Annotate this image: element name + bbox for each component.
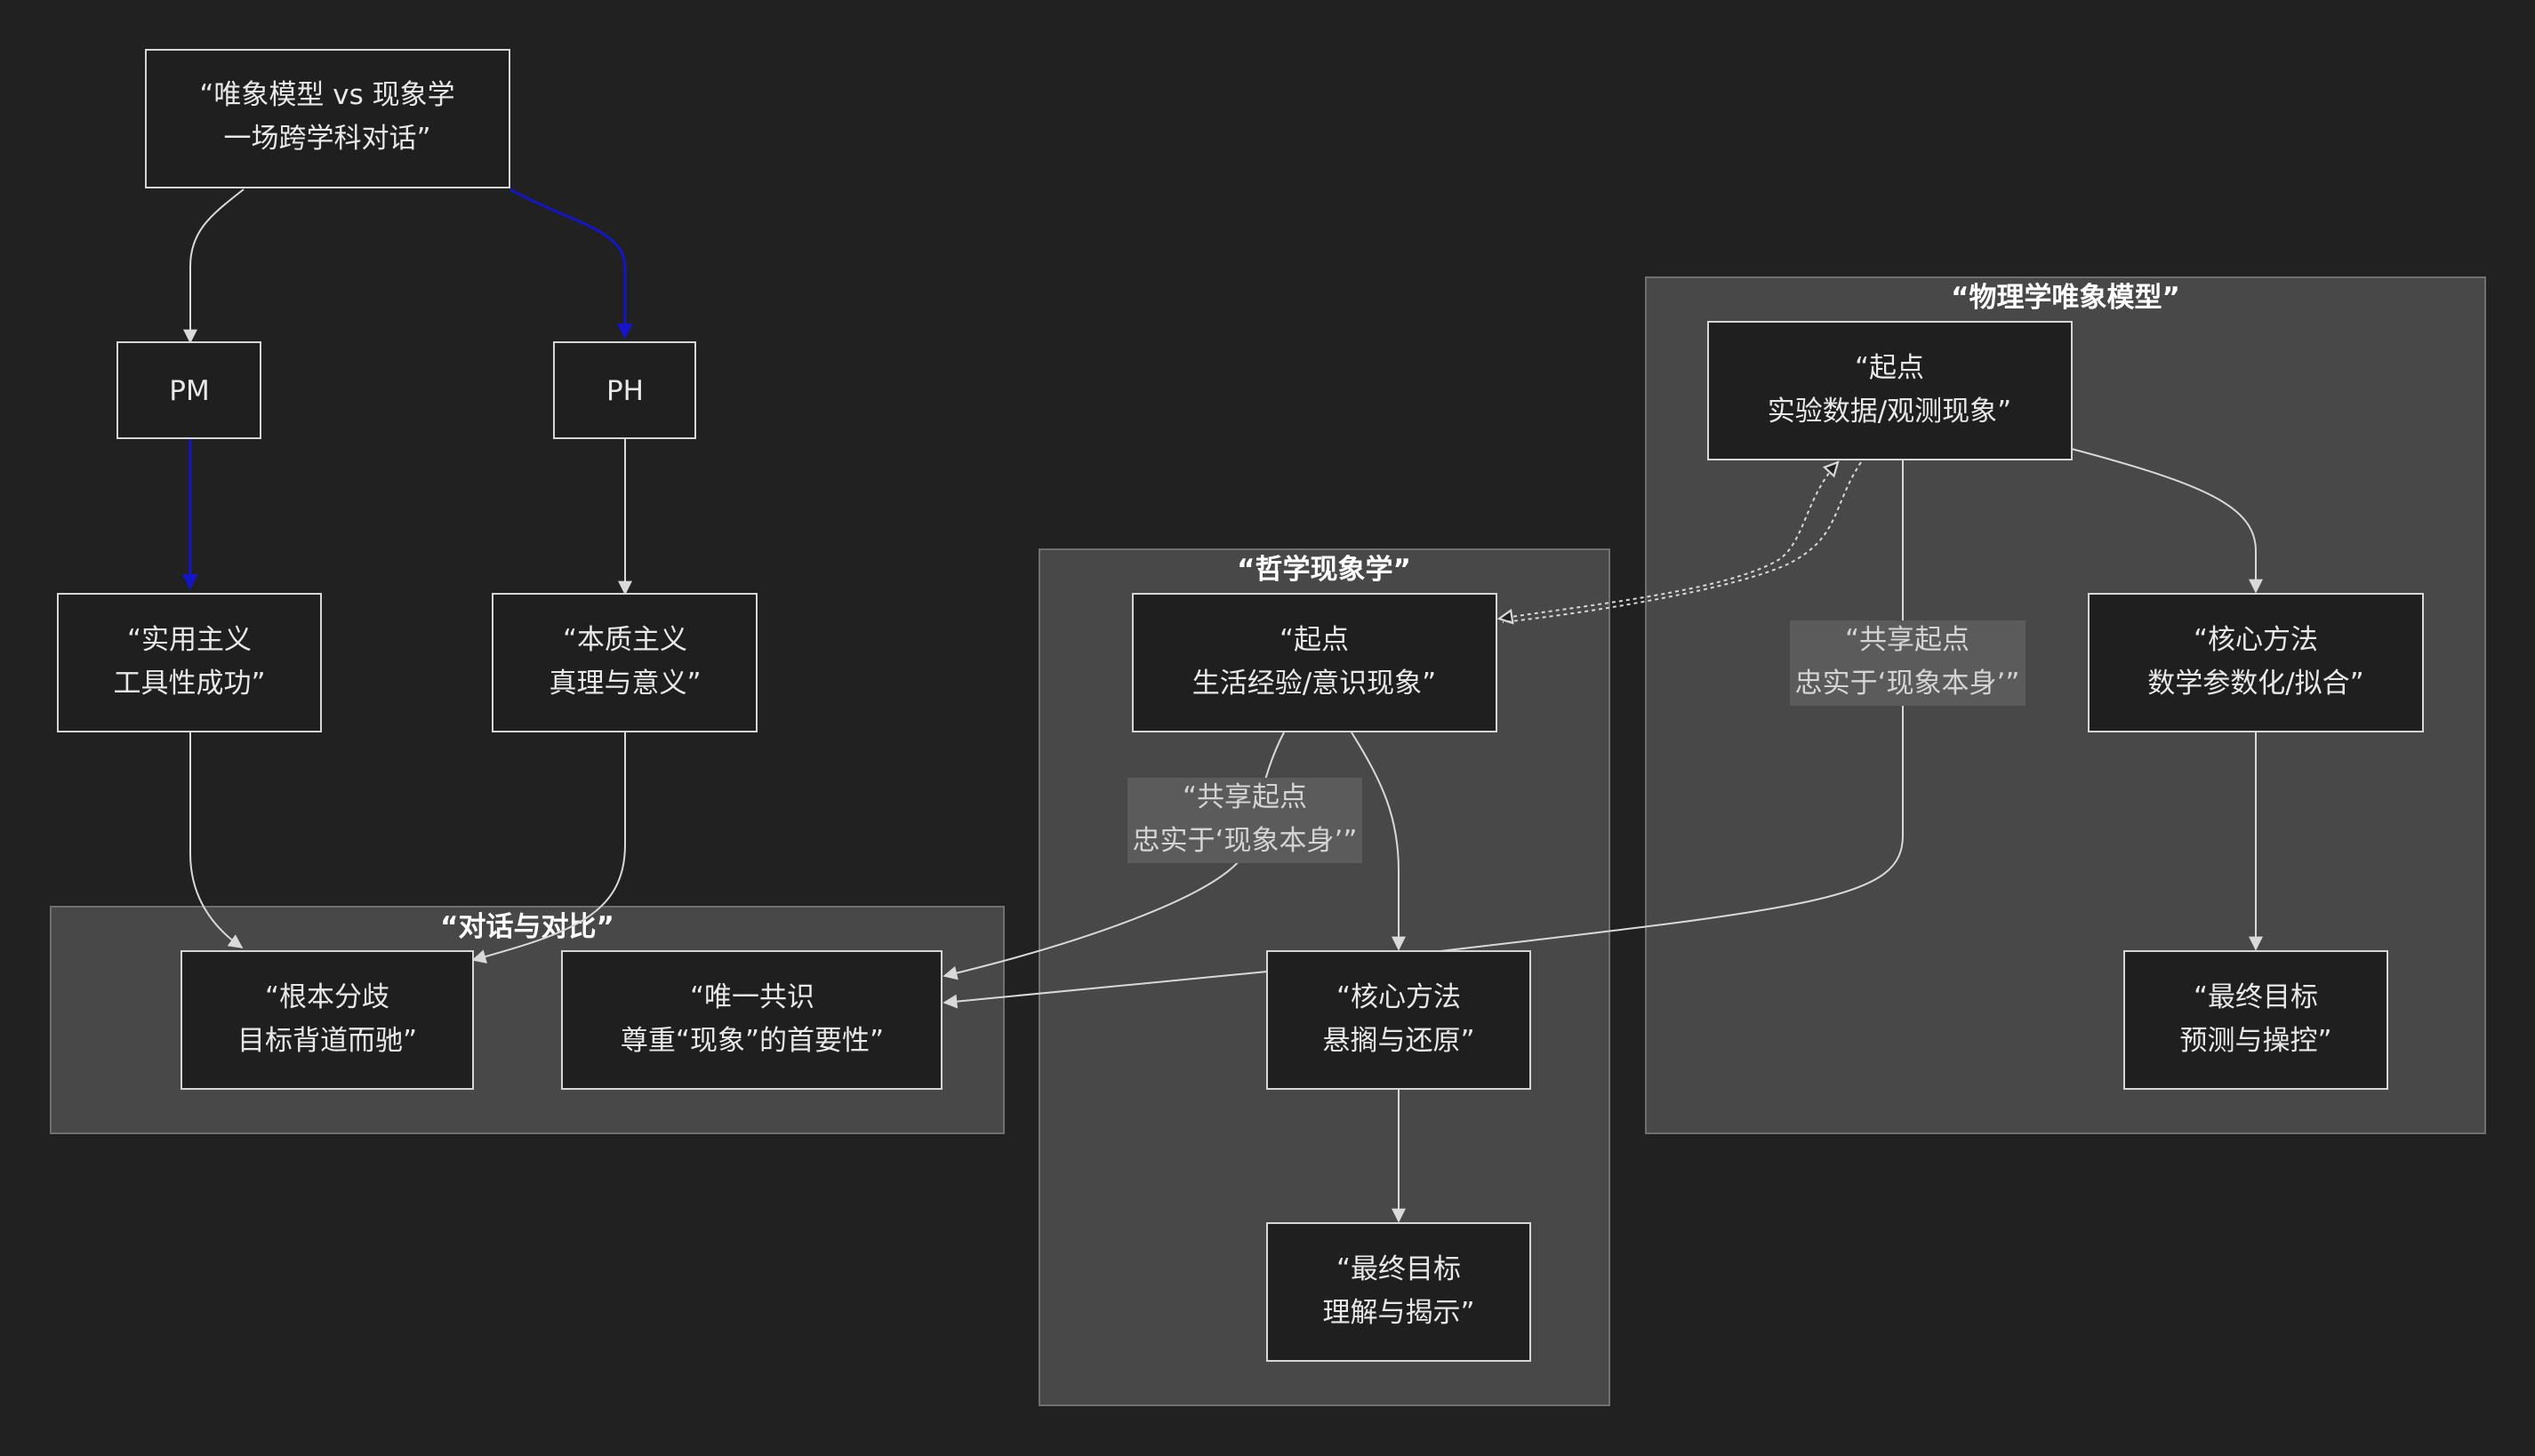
edge-label-shared-phil: “共享起点 忠实于‘现象本身’” [1127,778,1362,863]
edge-physstart-consensus [943,460,1904,1009]
edge-label-shared-phys: “共享起点 忠实于‘现象本身’” [1790,620,2026,706]
edge-physstart-philstart-dotted-b [1502,461,1862,623]
svg-text:“本质主义: “本质主义 [563,624,687,656]
node-phil-start[interactable]: “起点 生活经验/意识现象” [1132,593,1497,732]
svg-text:目标背道而驰”: 目标背道而驰” [237,1025,417,1057]
svg-text:忠实于‘现象本身’”: 忠实于‘现象本身’” [1795,668,2020,700]
cluster-physics-title: “物理学唯象模型” [1951,282,2180,314]
svg-text:实验数据/观测现象”: 实验数据/观测现象” [1768,396,2012,428]
svg-text:“唯象模型 vs 现象学: “唯象模型 vs 现象学 [199,79,454,111]
edge-title-ph [509,188,633,340]
node-phys-goal[interactable]: “最终目标 预测与操控” [2123,950,2388,1090]
node-phys-method[interactable]: “核心方法 数学参数化/拟合” [2088,593,2424,732]
node-essentialism[interactable]: “本质主义 真理与意义” [492,593,758,732]
node-phil-goal[interactable]: “最终目标 理解与揭示” [1266,1222,1531,1362]
edge-physstart-physmethod [2071,448,2263,594]
node-title[interactable]: “唯象模型 vs 现象学 一场跨学科对话” [145,49,510,188]
svg-text:“根本分歧: “根本分歧 [265,981,389,1013]
svg-text:“最终目标: “最终目标 [2194,981,2318,1013]
cluster-dialogue-title: “对话与对比” [440,911,614,943]
svg-text:数学参数化/拟合”: 数学参数化/拟合” [2147,668,2364,700]
svg-text:“起点: “起点 [1855,352,1924,384]
svg-text:PM: PM [169,375,209,407]
node-divergence[interactable]: “根本分歧 目标背道而驰” [180,950,474,1090]
edge-physstart-philstart-dotted-a [1499,462,1838,619]
svg-text:“共享起点: “共享起点 [1845,624,1969,656]
svg-text:PH: PH [606,375,644,407]
svg-text:“共享起点: “共享起点 [1183,781,1307,813]
node-phys-start[interactable]: “起点 实验数据/观测现象” [1707,321,2073,460]
svg-text:尊重“现象”的首要性”: 尊重“现象”的首要性” [621,1025,884,1057]
svg-text:“实用主义: “实用主义 [127,624,252,656]
svg-text:忠实于‘现象本身’”: 忠实于‘现象本身’” [1133,825,1358,857]
edge-philstart-philmethod [1351,732,1406,951]
edge-essentialism-divergence [471,732,626,964]
cluster-philosophy-title: “哲学现象学” [1237,554,1411,586]
edge-pragmatism-divergence [189,732,244,948]
edge-philstart-consensus [943,732,1285,980]
node-consensus[interactable]: “唯一共识 尊重“现象”的首要性” [561,950,943,1090]
svg-text:“最终目标: “最终目标 [1336,1253,1461,1285]
svg-text:一场跨学科对话”: 一场跨学科对话” [223,123,430,155]
node-ph[interactable]: PH [553,341,696,439]
svg-text:“核心方法: “核心方法 [2194,624,2318,656]
node-pragmatism[interactable]: “实用主义 工具性成功” [57,593,322,732]
svg-text:“核心方法: “核心方法 [1336,981,1461,1013]
svg-text:预测与操控”: 预测与操控” [2179,1025,2331,1057]
edge-title-pm [183,188,245,344]
svg-text:生活经验/意识现象”: 生活经验/意识现象” [1192,668,1437,700]
node-pm[interactable]: PM [116,341,261,439]
svg-text:“起点: “起点 [1280,624,1349,656]
svg-text:理解与揭示”: 理解与揭示” [1322,1297,1474,1329]
svg-text:真理与意义”: 真理与意义” [549,668,701,700]
svg-text:“唯一共识: “唯一共识 [690,981,814,1013]
edges [182,188,2263,1223]
svg-text:工具性成功”: 工具性成功” [113,668,265,700]
svg-text:悬搁与还原”: 悬搁与还原” [1322,1025,1474,1057]
node-phil-method[interactable]: “核心方法 悬搁与还原” [1266,950,1531,1090]
